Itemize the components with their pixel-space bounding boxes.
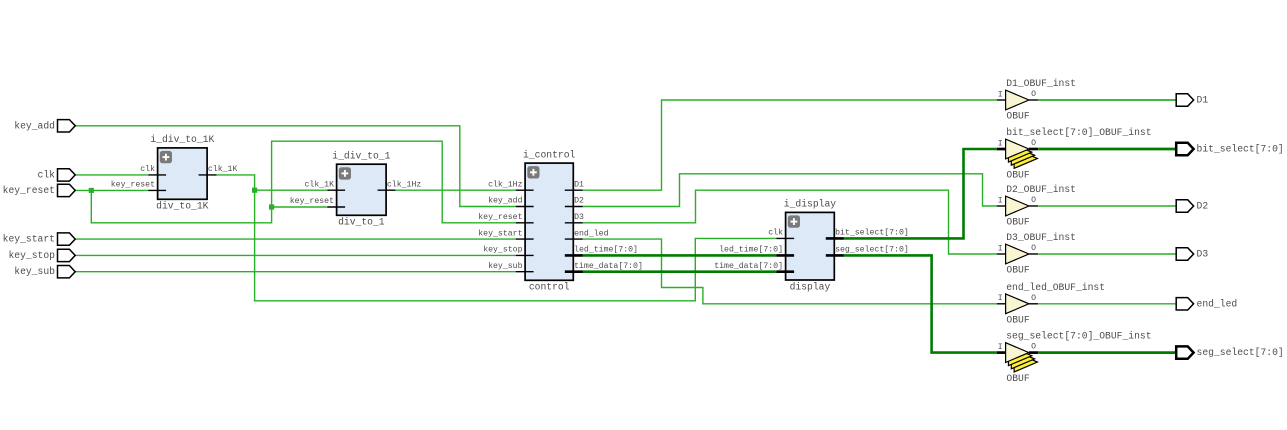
svg-text:D2: D2 [1197,201,1209,212]
svg-text:div_to_1K: div_to_1K [156,201,209,212]
svg-text:D2: D2 [574,197,584,206]
svg-text:O: O [1031,294,1036,303]
svg-text:key_reset: key_reset [290,196,334,206]
svg-text:O: O [1031,196,1036,205]
svg-text:I: I [998,139,1003,148]
svg-text:control: control [529,282,570,293]
svg-text:D3: D3 [574,213,584,222]
svg-text:clk_1Hz: clk_1Hz [488,179,522,189]
svg-text:I: I [998,196,1003,205]
svg-text:D1: D1 [1197,95,1209,106]
svg-text:bit_select[7:0]: bit_select[7:0] [1197,144,1284,155]
svg-text:OBUF: OBUF [1006,169,1029,180]
svg-text:key_reset: key_reset [3,185,55,196]
svg-text:bit_select[7:0]_OBUF_inst: bit_select[7:0]_OBUF_inst [1006,127,1151,138]
svg-text:i_div_to_1: i_div_to_1 [332,151,390,162]
svg-text:D1_OBUF_inst: D1_OBUF_inst [1006,78,1076,89]
svg-text:clk: clk [768,228,783,238]
svg-text:end_led: end_led [574,228,608,238]
svg-text:i_div_to_1K: i_div_to_1K [150,134,214,145]
svg-text:OBUF: OBUF [1006,373,1029,384]
svg-text:clk: clk [38,169,56,180]
svg-text:O: O [1031,90,1036,99]
svg-text:i_control: i_control [523,149,576,160]
svg-text:time_data[7:0]: time_data[7:0] [574,261,643,271]
svg-text:D3_OBUF_inst: D3_OBUF_inst [1006,232,1076,243]
svg-text:key_sub: key_sub [14,266,55,277]
svg-text:I: I [998,343,1003,352]
svg-text:clk_1Hz: clk_1Hz [387,179,421,189]
svg-text:OBUF: OBUF [1006,111,1029,122]
svg-text:D1: D1 [574,180,584,189]
svg-text:I: I [998,244,1003,253]
svg-text:I: I [998,294,1003,303]
svg-text:time_data[7:0]: time_data[7:0] [714,261,783,271]
svg-text:O: O [1031,343,1036,352]
svg-text:seg_select[7:0]_OBUF_inst: seg_select[7:0]_OBUF_inst [1006,331,1151,342]
svg-text:key_reset: key_reset [478,212,522,222]
svg-text:led_time[7:0]: led_time[7:0] [719,245,783,255]
svg-text:div_to_1: div_to_1 [338,217,385,228]
svg-text:key_start: key_start [478,228,522,238]
svg-text:OBUF: OBUF [1006,315,1029,326]
svg-text:clk: clk [140,164,155,174]
svg-text:clk_1K: clk_1K [208,164,238,174]
svg-text:OBUF: OBUF [1006,217,1029,228]
svg-text:D3: D3 [1197,249,1209,260]
svg-text:I: I [998,90,1003,99]
svg-text:seg_select[7:0]: seg_select[7:0] [1197,347,1284,358]
svg-text:key_reset: key_reset [111,180,155,190]
svg-text:OBUF: OBUF [1006,265,1029,276]
svg-text:seg_select[7:0]: seg_select[7:0] [835,245,909,255]
svg-text:O: O [1031,139,1036,148]
svg-text:bit_select[7:0]: bit_select[7:0] [835,228,909,238]
svg-text:key_stop: key_stop [8,250,55,261]
svg-text:end_led_OBUF_inst: end_led_OBUF_inst [1006,282,1105,293]
svg-text:key_stop: key_stop [483,245,522,255]
svg-text:D2_OBUF_inst: D2_OBUF_inst [1006,184,1076,195]
svg-text:key_start: key_start [3,234,55,245]
svg-text:display: display [790,281,831,292]
svg-text:i_display: i_display [784,199,837,210]
svg-text:end_led: end_led [1197,298,1238,309]
svg-text:led_time[7:0]: led_time[7:0] [574,245,638,255]
svg-text:key_add: key_add [14,120,55,131]
svg-text:key_sub: key_sub [488,261,522,271]
svg-text:key_add: key_add [488,196,522,206]
svg-text:O: O [1031,244,1036,253]
svg-text:clk_1K: clk_1K [305,179,335,189]
